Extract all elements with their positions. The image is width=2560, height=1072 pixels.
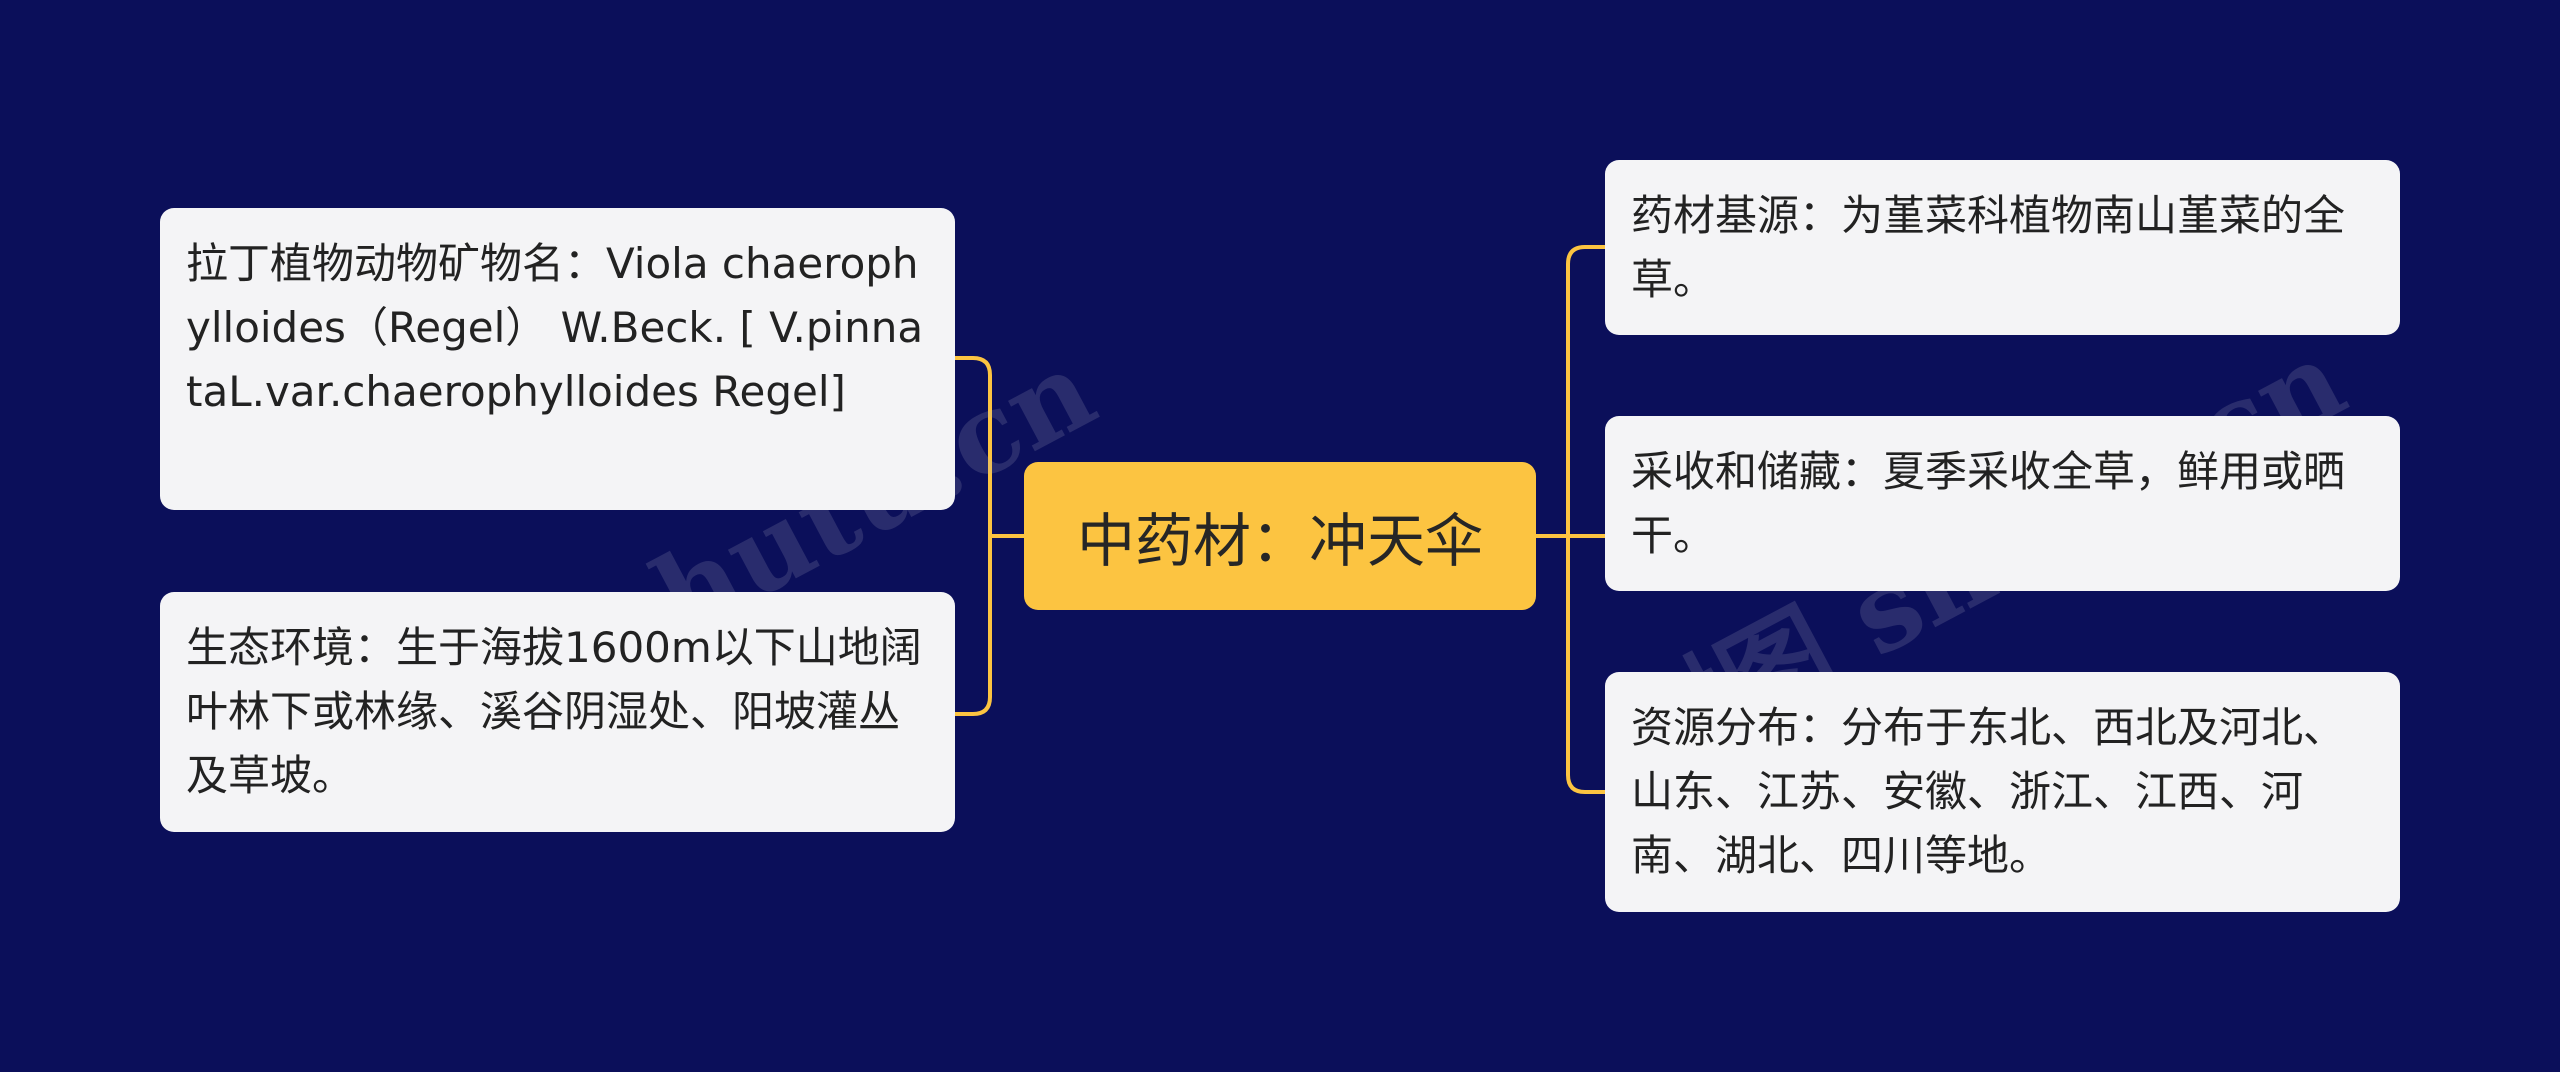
connector-left-2 [955,536,992,716]
left-node-latin-name-text: 拉丁植物动物矿物名：Viola chaerophylloides（Regel） … [186,239,924,416]
right-node-distribution-text: 资源分布：分布于东北、西北及河北、山东、江苏、安徽、浙江、江西、河南、湖北、四川… [1631,703,2346,880]
right-node-harvest[interactable]: 采收和储藏：夏季采收全草，鲜用或晒干。 [1605,416,2400,591]
central-topic[interactable]: 中药材：冲天伞 [1024,462,1536,610]
connector-right-1 [1566,245,1605,536]
central-topic-label: 中药材：冲天伞 [1076,507,1483,575]
right-node-distribution[interactable]: 资源分布：分布于东北、西北及河北、山东、江苏、安徽、浙江、江西、河南、湖北、四川… [1605,672,2400,912]
left-node-habitat[interactable]: 生态环境：生于海拔1600m以下山地阔叶林下或林缘、溪谷阴湿处、阳坡灌丛及草坡。 [160,592,955,832]
right-node-source[interactable]: 药材基源：为堇菜科植物南山堇菜的全草。 [1605,160,2400,335]
connector-left-1 [955,356,992,536]
right-node-source-text: 药材基源：为堇菜科植物南山堇菜的全草。 [1631,191,2346,304]
left-node-latin-name[interactable]: 拉丁植物动物矿物名：Viola chaerophylloides（Regel） … [160,208,955,510]
right-node-harvest-text: 采收和储藏：夏季采收全草，鲜用或晒干。 [1631,447,2346,560]
connector-right-3 [1566,536,1605,794]
left-node-habitat-text: 生态环境：生于海拔1600m以下山地阔叶林下或林缘、溪谷阴湿处、阳坡灌丛及草坡。 [186,623,922,800]
